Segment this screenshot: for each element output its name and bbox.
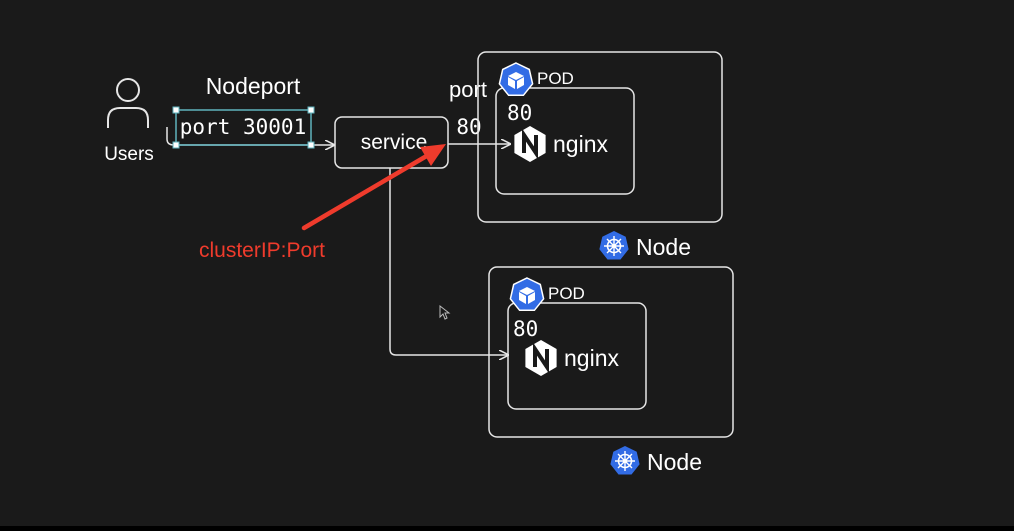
cursor-icon [439,304,451,320]
node-1-box [477,51,723,223]
node-2-label: Node [647,449,702,475]
pod-2-label: POD [548,284,585,303]
users-label: Users [104,144,154,165]
pod-2-container: nginx [564,345,619,371]
service-label: service [361,131,428,154]
node-1: POD 80 nginx Node [477,51,723,260]
node-2-box [488,266,734,438]
cube-icon [509,277,545,312]
kubernetes-helm-icon [610,446,640,475]
service-to-pod2-arrow [389,168,508,355]
nodeport-title: Nodeport [206,73,301,99]
pod-1-label: POD [537,69,574,88]
pod-2-port: 80 [513,317,538,341]
user-icon [107,78,149,128]
cube-icon [498,62,534,97]
nodeport-selection-box[interactable] [172,106,315,149]
pod-1-box [495,87,635,195]
service-box[interactable]: service [334,116,449,169]
node-1-label: Node [636,234,691,260]
nginx-logo-icon [525,340,557,376]
pod-2-box [507,302,647,410]
pod-1-container: nginx [553,131,608,157]
annotation-text: clusterIP:Port [199,239,325,262]
nginx-logo-icon [514,126,546,162]
service-port-label: port [449,77,487,102]
pod-1-port: 80 [507,101,532,125]
node-2: POD 80 nginx Node [488,266,734,475]
nodeport-port-label: port 30001 [180,115,306,139]
users-actor: Users [104,78,154,165]
annotation-arrow [301,144,446,231]
kubernetes-helm-icon [599,231,629,260]
